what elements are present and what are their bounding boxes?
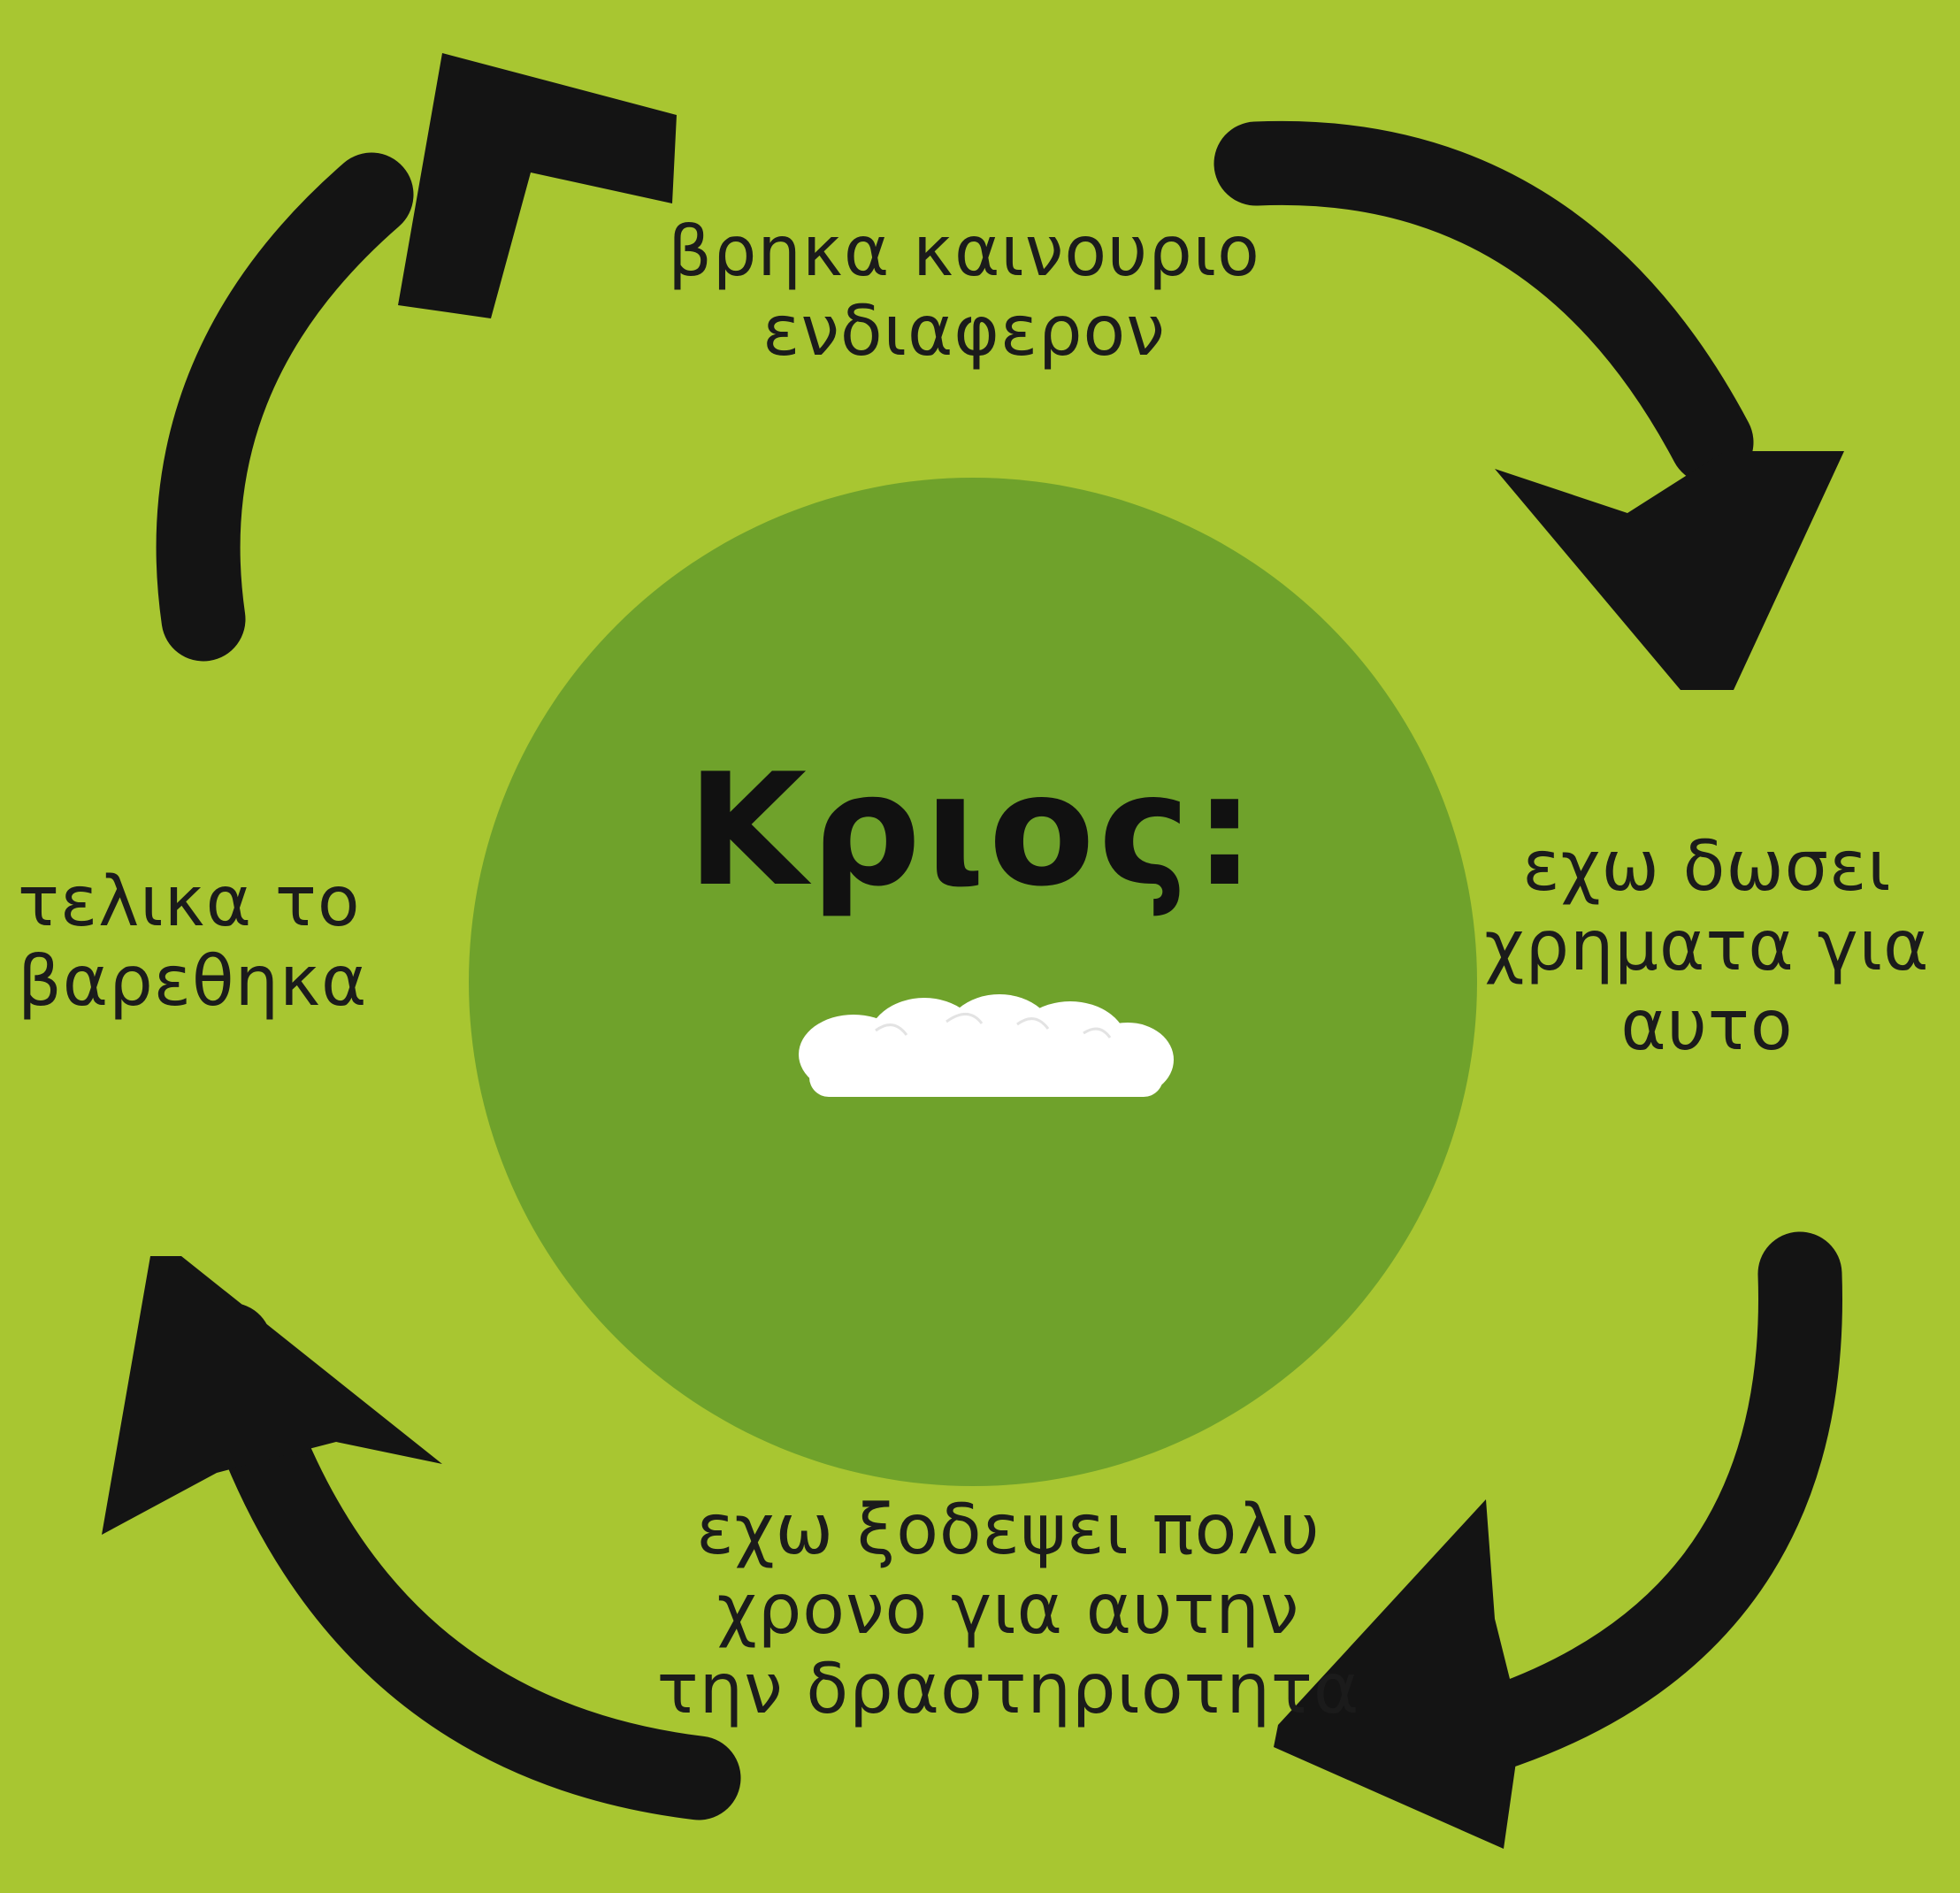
arrow-top-left — [156, 53, 677, 662]
center-title: Κριος: — [686, 741, 1259, 921]
step-top-line-2: ενδιαφερον — [762, 292, 1166, 372]
step-bottom-line-1: εχω ξοδεψει πολυ — [696, 1491, 1321, 1570]
arrow-bottom-right — [1274, 1231, 1842, 1849]
step-bottom-line-2: χρονο για αυτην — [716, 1570, 1300, 1650]
step-right-line-2: χρηματα για — [1484, 907, 1930, 986]
step-left-line-2: βαρεθηκα — [18, 942, 368, 1022]
step-label-top: βρηκα καινουριο ενδιαφερον — [566, 212, 1362, 372]
center-circle — [469, 478, 1477, 1486]
step-right-line-1: εχω δωσει — [1522, 827, 1892, 907]
step-label-right: εχω δωσει χρηματα για αυτο — [1451, 827, 1960, 1066]
redaction-scribble — [799, 994, 1174, 1097]
step-bottom-line-3: την δραστηριοτητα — [656, 1650, 1360, 1729]
step-right-line-3: αυτο — [1620, 986, 1794, 1066]
step-left-line-1: τελικα το — [18, 862, 361, 942]
step-label-left: τελικα το βαρεθηκα — [18, 862, 425, 1022]
step-label-bottom: εχω ξοδεψει πολυ χρονο για αυτην την δρα… — [610, 1491, 1406, 1729]
step-top-line-1: βρηκα καινουριο — [668, 212, 1260, 292]
arrow-top-right — [1214, 120, 1844, 690]
arrow-bottom-left — [102, 1256, 741, 1820]
